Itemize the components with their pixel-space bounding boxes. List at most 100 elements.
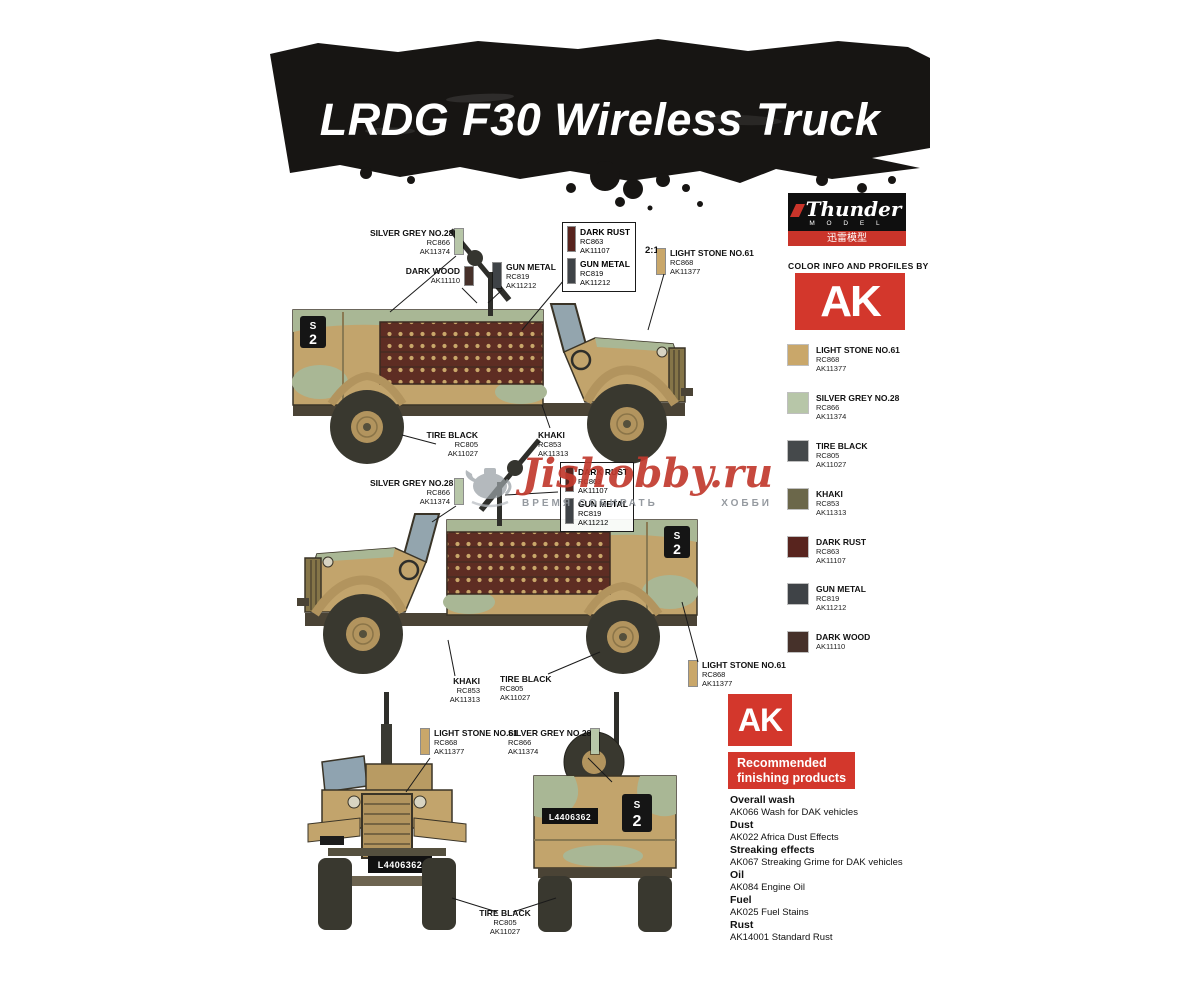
radiator-grille <box>361 793 413 859</box>
squadron-letter: S <box>674 531 681 542</box>
mix-ratio-label: 2:1 <box>645 245 659 256</box>
callout-silver-grey-top: SILVER GREY NO.28 RC866 AK11374 <box>370 228 464 256</box>
color-chip <box>454 228 464 255</box>
mix-entry-gun-metal: GUN METAL RC819 AK11212 <box>567 258 630 287</box>
color-chip <box>656 248 666 275</box>
mix-entry-gun-metal: GUN METAL RC819 AK11212 <box>565 498 628 527</box>
product-value: AK025 Fuel Stains <box>730 906 809 918</box>
front-wheel-left <box>318 858 352 930</box>
callout-light-stone-middle: LIGHT STONE NO.61 RC868 AK11377 <box>688 660 792 688</box>
callout-dark-wood-top: DARK WOOD AK11110 <box>390 266 474 286</box>
recommended-heading: Recommended finishing products <box>728 752 856 789</box>
license-plate-number: L4406362 <box>549 812 591 822</box>
watermark: Jishobby.ru ВРЕМЯ СОБИРАТЬ ХОББИ <box>462 452 773 509</box>
callout-khaki-top: KHAKI RC853 AK11313 <box>538 430 569 458</box>
license-plate-number: L4406362 <box>378 860 423 870</box>
ak-logo-top: AK <box>795 273 905 330</box>
front-wheel-right <box>422 858 456 930</box>
page-title: LRDG F30 Wireless Truck <box>270 94 930 146</box>
rear-wheel-right <box>638 876 672 932</box>
fender-marking <box>320 836 344 845</box>
color-chip <box>420 728 430 755</box>
callout-gun-metal-top: GUN METAL RC819 AK11212 <box>492 262 576 290</box>
color-swatch <box>787 440 809 462</box>
callout-light-stone-top: LIGHT STONE NO.61 RC868 AK11377 <box>656 248 760 276</box>
color-chip <box>464 266 474 286</box>
color-chip <box>565 466 574 492</box>
callout-tire-black-bottom: TIRE BLACK RC805 AK11027 <box>479 908 531 936</box>
callout-mix-box-middle: DARK RUST RC863 AK11107 GUN METAL RC819 … <box>560 462 635 532</box>
truck-side-left-illustration: S 2 <box>285 430 705 680</box>
palette-item-gun-metal: GUN METAL RC819 AK11212 <box>787 583 938 612</box>
callout-tire-black-middle: TIRE BLACK RC805 AK11027 <box>500 674 552 702</box>
teapot-icon <box>465 468 512 508</box>
product-label: Streaking effects <box>730 844 815 856</box>
thunder-chinese: 迅雷模型 <box>788 231 906 246</box>
finishing-products-list: Overall wash AK066 Wash for DAK vehicles… <box>730 794 940 944</box>
thunder-model-logo: Thunder M O D E L 迅雷模型 <box>788 193 906 246</box>
mix-entry-dark-rust: DARK RUST RC863 AK11107 <box>565 466 628 495</box>
squadron-letter: S <box>634 800 641 811</box>
gun-barrel <box>614 692 619 754</box>
palette-item-silver-grey: SILVER GREY NO.28 RC866 AK11374 <box>787 392 938 421</box>
color-swatch <box>787 536 809 558</box>
product-value: AK066 Wash for DAK vehicles <box>730 806 858 818</box>
rear-wheel-left <box>538 876 572 932</box>
palette-item-tire-black: TIRE BLACK RC805 AK11027 <box>787 440 938 469</box>
color-swatch <box>787 392 809 414</box>
thunder-model-word: M O D E L <box>809 220 885 227</box>
squadron-number: 2 <box>633 813 642 830</box>
ak-logo-bottom: AK <box>728 694 792 746</box>
page-title-sub: Wireless Truck <box>554 94 881 145</box>
license-plate <box>368 856 432 873</box>
callout-silver-grey-bottom: SILVER GREY NO.28 RC866 AK11374 <box>508 728 600 756</box>
callout-silver-grey-middle: SILVER GREY NO.28 RC866 AK11374 <box>370 478 464 506</box>
squadron-number: 2 <box>309 331 317 347</box>
color-chip <box>567 226 576 252</box>
color-swatch <box>787 583 809 605</box>
product-value: AK14001 Standard Rust <box>730 931 833 943</box>
product-label: Dust <box>730 819 754 831</box>
palette-item-dark-wood: DARK WOOD AK11110 <box>787 631 938 653</box>
color-chip <box>567 258 576 284</box>
product-label: Oil <box>730 869 745 881</box>
color-chip <box>590 728 600 755</box>
product-value: AK067 Streaking Grime for DAK vehicles <box>730 856 903 868</box>
lightning-icon <box>789 204 805 217</box>
product-label: Overall wash <box>730 794 795 806</box>
mix-entry-dark-rust: DARK RUST RC863 AK11107 <box>567 226 630 255</box>
palette-item-khaki: KHAKI RC853 AK11313 <box>787 488 938 517</box>
color-chip <box>688 660 698 687</box>
squadron-letter: S <box>310 321 317 332</box>
color-chip <box>454 478 464 505</box>
color-info-label: COLOR INFO AND PROFILES BY <box>788 261 929 271</box>
ink-splatter <box>360 161 896 211</box>
product-value: AK084 Engine Oil <box>730 881 805 893</box>
color-chip <box>492 262 502 289</box>
squadron-plate <box>622 794 652 832</box>
callout-mix-box-top: DARK RUST RC863 AK11107 GUN METAL RC819 … <box>562 222 637 292</box>
color-swatch <box>787 631 809 653</box>
thunder-name: Thunder <box>805 197 902 221</box>
callout-light-stone-bottom: LIGHT STONE NO.61 RC868 AK11377 <box>420 728 518 756</box>
color-swatch <box>787 344 809 366</box>
watermark-site: Jishobby.ru <box>522 450 774 497</box>
page-title-main: LRDG F30 <box>319 94 542 145</box>
title-banner-art <box>270 39 930 211</box>
color-chip <box>565 498 574 524</box>
squadron-number: 2 <box>673 541 681 557</box>
headlight <box>413 795 427 809</box>
callout-khaki-middle: KHAKI RC853 AK11313 <box>449 676 480 704</box>
color-swatch <box>787 488 809 510</box>
truck-side-right-illustration: S 2 <box>285 220 705 470</box>
license-plate <box>542 808 598 824</box>
palette-item-dark-rust: DARK RUST RC863 AK11107 <box>787 536 938 565</box>
callout-tire-black-top: TIRE BLACK RC805 AK11027 <box>426 430 478 458</box>
windshield-glass <box>321 755 368 793</box>
product-value: AK022 Africa Dust Effects <box>730 831 839 843</box>
headlight <box>347 795 361 809</box>
watermark-tagline: ВРЕМЯ СОБИРАТЬ ХОББИ <box>522 498 772 509</box>
product-label: Rust <box>730 919 754 931</box>
palette-item-light-stone: LIGHT STONE NO.61 RC868 AK11377 <box>787 344 938 373</box>
